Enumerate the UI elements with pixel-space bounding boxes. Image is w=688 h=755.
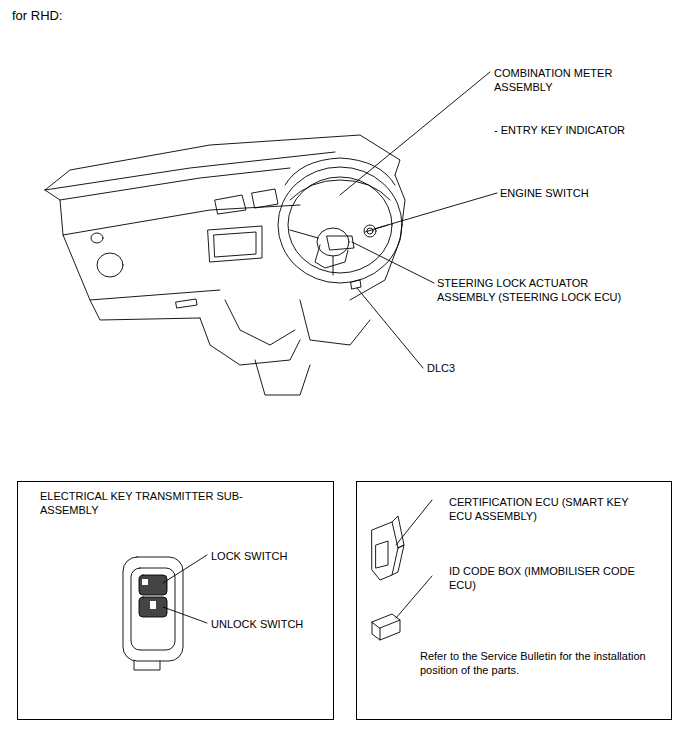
part-label: ID CODE BOX (IMMOBILISER CODE ECU) <box>449 564 639 592</box>
part-label: COMBINATION METER ASSEMBLY <box>494 66 634 94</box>
view-label: for RHD: <box>12 8 132 24</box>
part-label: STEERING LOCK ACTUATOR ASSEMBLY (STEERIN… <box>437 276 642 304</box>
part-label: - ENTRY KEY INDICATOR <box>494 123 674 137</box>
part-label: LOCK SWITCH <box>211 549 326 563</box>
box-heading: CERTIFICATION ECU (SMART KEY ECU ASSEMBL… <box>449 495 639 523</box>
part-label: UNLOCK SWITCH <box>211 617 326 631</box>
part-label: Refer to the Service Bulletin for the in… <box>420 649 655 677</box>
part-label: DLC3 <box>427 361 507 375</box>
key-transmitter-box: ELECTRICAL KEY TRANSMITTER SUB-ASSEMBLY L… <box>17 481 334 720</box>
part-label: ENGINE SWITCH <box>500 186 650 200</box>
box-heading: ELECTRICAL KEY TRANSMITTER SUB-ASSEMBLY <box>40 489 245 517</box>
ecu-parts-box: CERTIFICATION ECU (SMART KEY ECU ASSEMBL… <box>356 481 672 720</box>
